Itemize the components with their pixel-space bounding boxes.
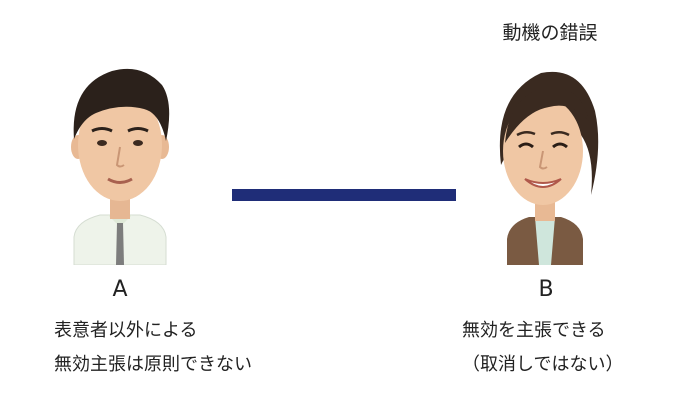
party-a-label: A [112, 277, 128, 302]
party-a-note-line: 表意者以外による [54, 320, 198, 341]
man-portrait-icon [60, 55, 180, 265]
relationship-line [232, 189, 456, 201]
party-b-label: B [538, 277, 554, 302]
woman-portrait-icon [485, 55, 605, 265]
party-b-note-line: （取消しではない） [462, 354, 624, 375]
party-a-note: 表意者以外による 無効主張は原則できない [54, 314, 252, 382]
party-b-heading: 動機の錯誤 [502, 22, 598, 44]
party-b-note: 無効を主張できる （取消しではない） [462, 314, 623, 382]
party-b-note-line: 無効を主張できる [462, 320, 606, 341]
party-a-note-line: 無効主張は原則できない [54, 354, 252, 375]
